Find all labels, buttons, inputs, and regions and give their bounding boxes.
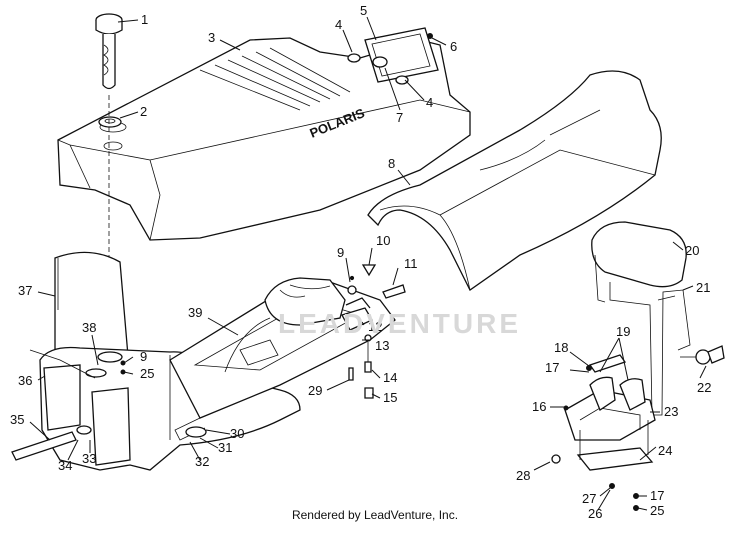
- callout-16: 16: [532, 399, 546, 414]
- footer-credit: Rendered by LeadVenture, Inc.: [291, 508, 459, 522]
- mount-bracket-part-21: [609, 282, 691, 416]
- bracket-part-5: [347, 27, 439, 85]
- watermark: LEADVENTURE: [278, 308, 522, 339]
- callout-7: 7: [396, 110, 403, 125]
- callout-34: 34: [58, 458, 72, 473]
- rack-part-23: [551, 354, 656, 511]
- callout-6: 6: [450, 39, 457, 54]
- callout-19: 19: [616, 324, 630, 339]
- callout-26: 26: [588, 506, 602, 521]
- callout-23: 23: [664, 404, 678, 419]
- callout-3: 3: [208, 30, 215, 45]
- callout-25: 25: [140, 366, 154, 381]
- callout-39: 39: [188, 305, 202, 320]
- callout-4b: 4: [426, 95, 433, 110]
- fasteners-9-10-11-13-14-15-29: [347, 264, 406, 399]
- seat-part-8: [367, 70, 662, 291]
- grommet-part-2: [98, 116, 122, 128]
- fuel-cap-part-1: [95, 13, 123, 90]
- backrest-part-20: [591, 221, 687, 303]
- callout-32: 32: [195, 454, 209, 469]
- callout-18: 18: [554, 340, 568, 355]
- knob-part-22: [680, 345, 725, 365]
- callout-10: 10: [376, 233, 390, 248]
- callout-9: 9: [337, 245, 344, 260]
- fuel-tank-part-37: [54, 251, 129, 357]
- callout-22: 22: [697, 380, 711, 395]
- callout-5: 5: [360, 3, 367, 18]
- callout-15: 15: [383, 390, 397, 405]
- callout-9b: 9: [140, 349, 147, 364]
- callout-24: 24: [658, 443, 672, 458]
- callout-numbers: 1 2 3 4 5 6 4 7 8 9 10 11 12 13 14 15 29…: [10, 3, 711, 521]
- callout-1: 1: [141, 12, 148, 27]
- callout-33: 33: [82, 451, 96, 466]
- callout-8: 8: [388, 156, 395, 171]
- seat-part-3: POLARIS: [57, 37, 471, 241]
- callout-17b: 17: [650, 488, 664, 503]
- callout-12: 12: [368, 319, 382, 334]
- callout-11: 11: [404, 256, 418, 271]
- callout-30: 30: [230, 426, 244, 441]
- callout-20: 20: [685, 243, 699, 258]
- callout-28: 28: [516, 468, 530, 483]
- callout-37: 37: [18, 283, 32, 298]
- pad-part-12: [264, 277, 373, 331]
- callout-38: 38: [82, 320, 96, 335]
- callout-29: 29: [308, 383, 322, 398]
- callout-25b: 25: [650, 503, 664, 518]
- callout-21: 21: [696, 280, 710, 295]
- fuel-line-part-35: [11, 425, 92, 461]
- callout-36: 36: [18, 373, 32, 388]
- callout-35: 35: [10, 412, 24, 427]
- callout-27: 27: [582, 491, 596, 506]
- callout-2: 2: [140, 104, 147, 119]
- callout-17: 17: [545, 360, 559, 375]
- callout-31: 31: [218, 440, 232, 455]
- callout-4: 4: [335, 17, 342, 32]
- callout-14: 14: [383, 370, 397, 385]
- callout-13: 13: [375, 338, 389, 353]
- leader-lines: [29, 16, 707, 511]
